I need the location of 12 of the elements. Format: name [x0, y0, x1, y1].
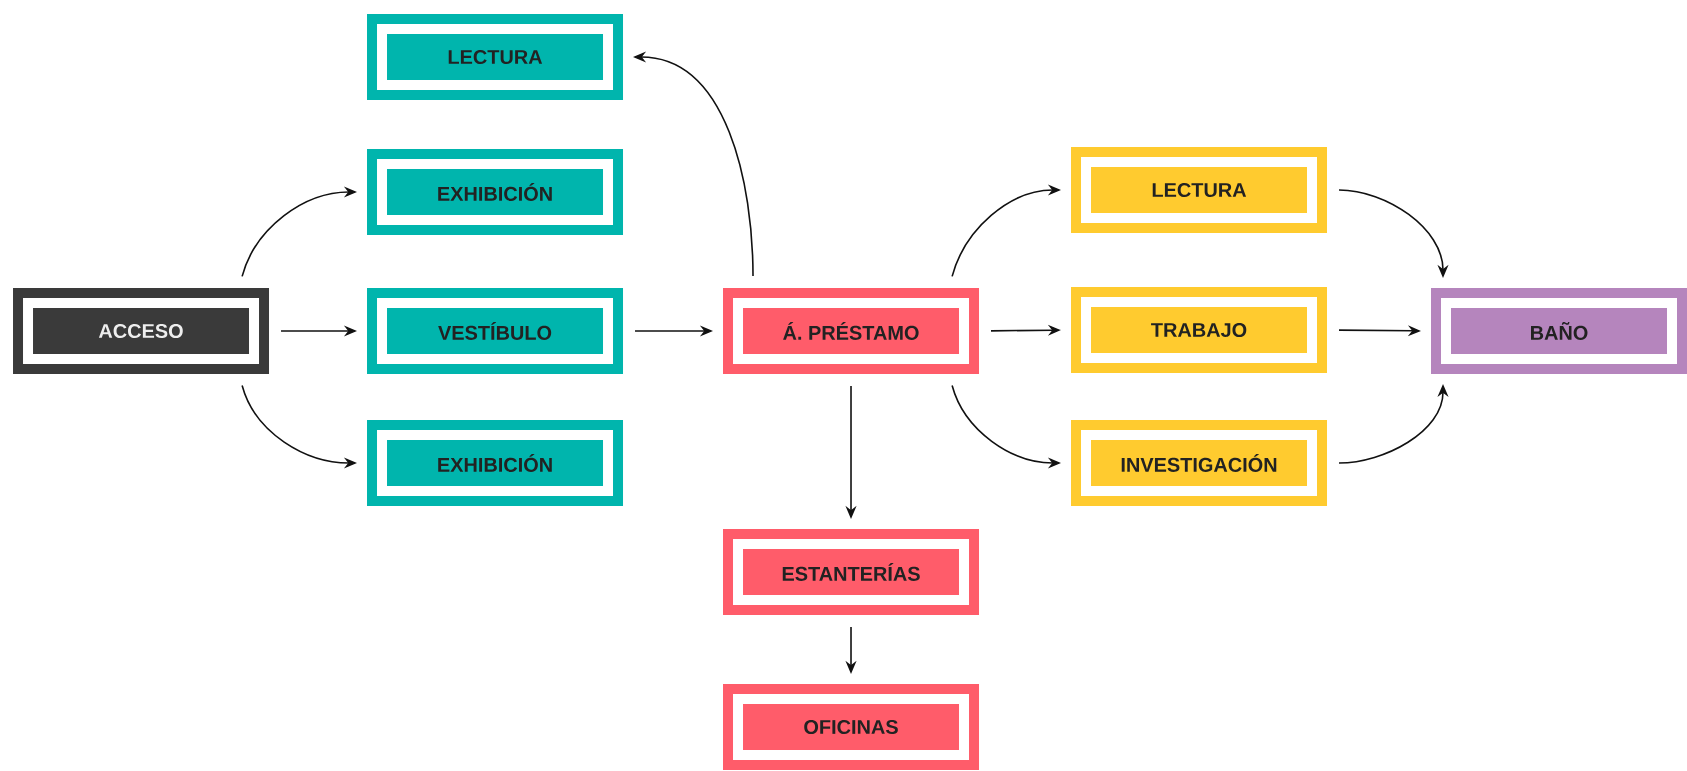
room-box: LECTURA [1071, 147, 1327, 233]
room-box: ESTANTERÍAS [723, 529, 979, 615]
room-box: Á. PRÉSTAMO [723, 288, 979, 374]
room-box: BAÑO [1431, 288, 1687, 374]
room-box: EXHIBICIÓN [367, 149, 623, 235]
room-box: INVESTIGACIÓN [1071, 420, 1327, 506]
room-box: LECTURA [367, 14, 623, 100]
room-box: OFICINAS [723, 684, 979, 770]
room-box: ACCESO [13, 288, 269, 374]
room-box: TRABAJO [1071, 287, 1327, 373]
room-box: EXHIBICIÓN [367, 420, 623, 506]
room-box: VESTÍBULO [367, 288, 623, 374]
